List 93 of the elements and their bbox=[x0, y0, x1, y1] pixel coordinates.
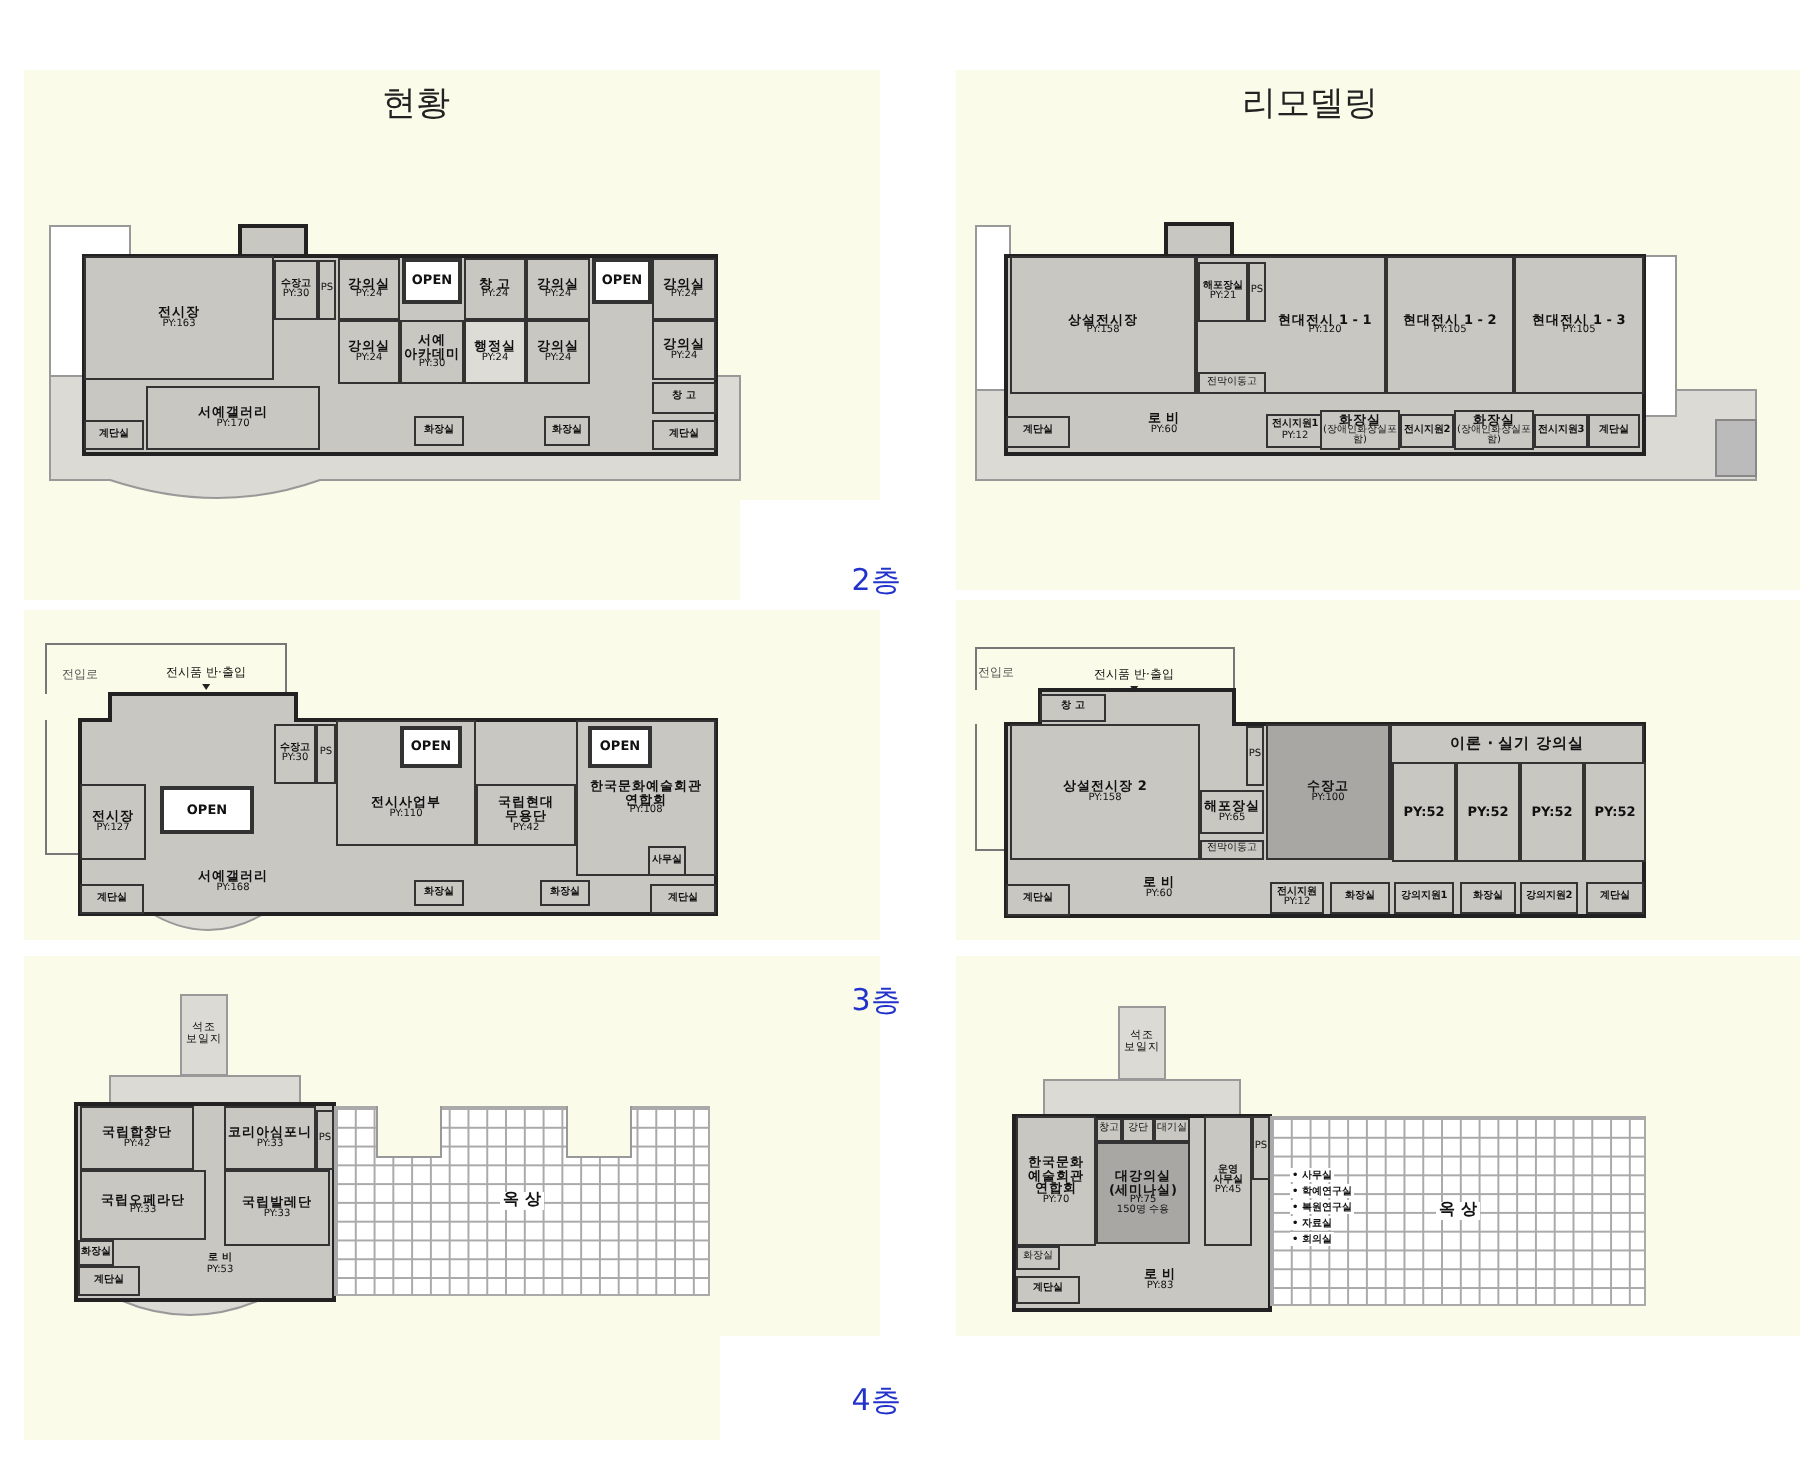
floor-label: 4층 bbox=[851, 1382, 901, 1420]
room-box bbox=[80, 884, 144, 914]
room-box bbox=[80, 1170, 206, 1240]
room-box bbox=[1016, 1246, 1060, 1270]
room-box bbox=[274, 724, 316, 784]
room-box bbox=[316, 724, 336, 784]
room-box bbox=[78, 1240, 114, 1266]
room-box bbox=[1330, 882, 1390, 914]
room-box bbox=[1006, 884, 1070, 916]
room-box bbox=[1198, 262, 1248, 322]
room-box bbox=[1096, 1142, 1190, 1244]
room-box bbox=[1460, 882, 1516, 914]
corridor-box bbox=[1118, 1006, 1166, 1080]
room-box bbox=[1394, 882, 1454, 914]
room-box bbox=[80, 784, 146, 860]
room-box bbox=[650, 884, 716, 914]
room-box bbox=[1122, 1118, 1154, 1142]
room-box bbox=[316, 1110, 334, 1170]
room-box bbox=[146, 386, 320, 450]
room-box bbox=[224, 1106, 316, 1170]
room-box bbox=[652, 258, 716, 320]
room-box bbox=[1016, 1116, 1096, 1246]
room-box bbox=[1248, 262, 1266, 322]
room-box bbox=[1390, 724, 1644, 860]
room-box bbox=[1386, 256, 1514, 394]
room-box bbox=[274, 260, 318, 320]
room-box bbox=[1586, 882, 1644, 914]
room-box bbox=[1588, 414, 1640, 448]
room-box bbox=[1520, 882, 1578, 914]
room-box bbox=[576, 720, 716, 876]
room-box bbox=[400, 320, 464, 384]
room-box bbox=[652, 420, 716, 450]
room-box bbox=[476, 784, 576, 846]
room-box bbox=[338, 320, 400, 384]
room-box bbox=[1006, 416, 1070, 448]
room-box bbox=[338, 258, 400, 320]
room-box bbox=[1198, 372, 1266, 394]
room-box bbox=[648, 846, 686, 876]
floor-label: 3층 bbox=[851, 982, 901, 1020]
open-area bbox=[160, 786, 254, 834]
room-box bbox=[224, 1170, 330, 1246]
room-box bbox=[1196, 256, 1386, 394]
room-box bbox=[652, 320, 716, 380]
room-box bbox=[80, 1106, 194, 1170]
room-box bbox=[1016, 1276, 1080, 1304]
open-area bbox=[400, 726, 462, 768]
room-box bbox=[526, 320, 590, 384]
floor-label: 2층 bbox=[851, 562, 901, 600]
room-name: 옥 상 bbox=[499, 1192, 545, 1210]
room-box bbox=[336, 720, 476, 846]
room-box bbox=[1456, 762, 1520, 862]
room-box bbox=[1154, 1118, 1190, 1142]
room-box bbox=[526, 258, 590, 320]
room-box bbox=[1204, 1116, 1252, 1246]
room-box bbox=[1246, 726, 1264, 786]
room-box bbox=[1400, 414, 1454, 448]
room-box bbox=[540, 880, 590, 906]
room-box bbox=[1010, 724, 1200, 860]
room-box bbox=[1320, 410, 1400, 450]
room-box bbox=[1200, 790, 1264, 834]
room-name: 옥 상 bbox=[1435, 1202, 1481, 1220]
column-heading: 리모델링 bbox=[1242, 81, 1378, 126]
room-box bbox=[544, 416, 590, 446]
room-box bbox=[1584, 762, 1646, 862]
room-box bbox=[414, 880, 464, 906]
room-box bbox=[1040, 694, 1106, 722]
room-box bbox=[414, 416, 464, 446]
room-box bbox=[1200, 840, 1264, 860]
room-box bbox=[1534, 414, 1588, 448]
open-area bbox=[588, 726, 652, 768]
room-box bbox=[1514, 256, 1644, 394]
room-box bbox=[1096, 1118, 1122, 1142]
room-box bbox=[1454, 410, 1534, 450]
room-box bbox=[1266, 724, 1390, 860]
corridor-box bbox=[180, 994, 228, 1076]
room-box bbox=[1270, 882, 1324, 914]
room-box bbox=[464, 258, 526, 320]
room-box bbox=[464, 320, 526, 384]
open-area bbox=[592, 258, 652, 304]
room-box bbox=[318, 260, 336, 320]
room-box bbox=[84, 256, 274, 380]
column-heading: 현황 bbox=[382, 81, 450, 126]
room-box bbox=[1392, 762, 1456, 862]
room-box bbox=[1266, 414, 1324, 448]
room-box bbox=[1010, 256, 1196, 394]
roof-grid bbox=[334, 1106, 710, 1296]
open-area bbox=[402, 258, 462, 304]
room-box bbox=[652, 382, 716, 414]
room-box bbox=[1520, 762, 1584, 862]
room-box bbox=[78, 1266, 140, 1296]
room-box bbox=[1252, 1116, 1270, 1180]
room-box bbox=[84, 420, 144, 450]
roof-grid bbox=[1270, 1116, 1646, 1306]
